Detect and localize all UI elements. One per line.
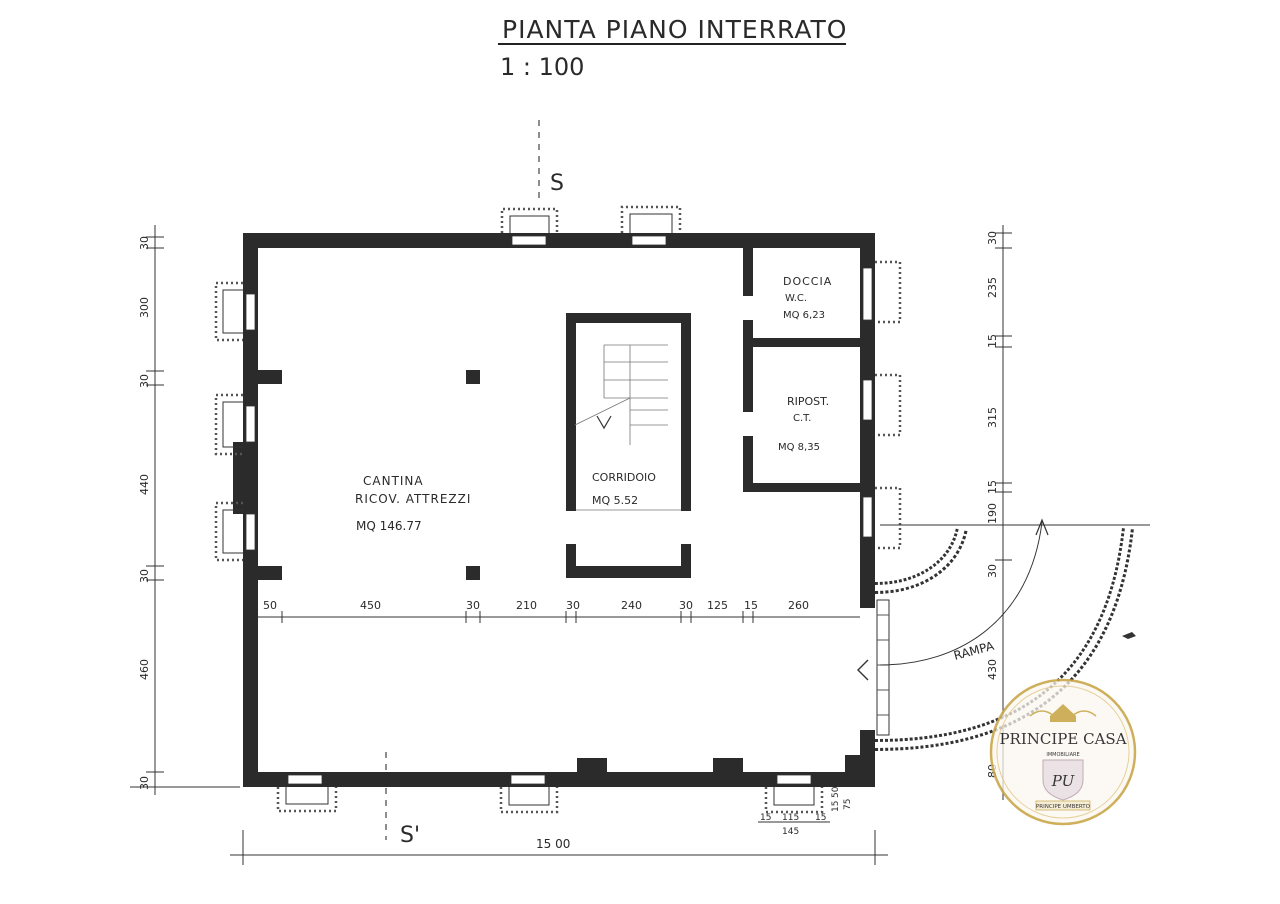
- brand-ribbon: PRINCIPE UMBERTO: [1036, 804, 1091, 810]
- bottom-small-dimension-labels: 15 115 15 145 15 50 75: [760, 786, 853, 837]
- dim-internal-7: 125: [707, 599, 728, 612]
- dim-right-2: 15: [986, 334, 999, 348]
- plan-title: PIANTA PIANO INTERRATO: [502, 15, 848, 44]
- right-dimension-ticks: [880, 232, 1150, 561]
- dim-bottom-small-0: 15: [760, 813, 771, 823]
- section-mark-bottom: S': [400, 823, 420, 848]
- dim-left-2: 30: [138, 374, 151, 388]
- dim-left-6: 30: [138, 776, 151, 790]
- room-doccia: DOCCIA W.C. MQ 6,23: [783, 275, 832, 321]
- dim-right-4: 15: [986, 480, 999, 494]
- dim-bottom-small-4: 15: [831, 801, 841, 812]
- interior-walls: [466, 248, 860, 580]
- plan-scale: 1 : 100: [500, 53, 584, 81]
- room-ripost: RIPOST. C.T. MQ 8,35: [778, 395, 829, 453]
- room-cantina: CANTINA RICOV. ATTREZZI MQ 146.77: [355, 474, 471, 533]
- dim-left-3: 440: [138, 474, 151, 495]
- section-mark-top: S: [550, 171, 564, 196]
- dim-left-0: 30: [138, 236, 151, 250]
- brand-monogram: PU: [1051, 772, 1076, 790]
- room-ripost-area: MQ 8,35: [778, 442, 820, 453]
- dim-internal-1: 450: [360, 599, 381, 612]
- bottom-dimension-ticks: [242, 830, 876, 865]
- room-ripost-ct: C.T.: [793, 413, 811, 424]
- room-corridoio: CORRIDOIO MQ 5.52: [592, 471, 656, 507]
- room-corridoio-area: MQ 5.52: [592, 494, 638, 507]
- dim-right-0: 30: [986, 231, 999, 245]
- brand-watermark: PRINCIPE CASA IMMOBILIARE PU PRINCIPE UM…: [989, 678, 1137, 826]
- shield-icon: PU: [1042, 759, 1084, 801]
- room-cantina-area: MQ 146.77: [356, 519, 422, 533]
- dim-internal-4: 30: [566, 599, 580, 612]
- light-wells: [214, 205, 902, 814]
- dim-left-5: 460: [138, 659, 151, 680]
- dim-right-1: 235: [986, 277, 999, 298]
- room-cantina-name: CANTINA: [363, 474, 424, 488]
- dim-bottom-small-2: 15: [815, 813, 826, 823]
- dim-bottom-small-5: 50: [831, 786, 841, 798]
- dim-internal-9: 260: [788, 599, 809, 612]
- right-dimension-labels: 30 235 15 315 15 190 30 430 80: [986, 231, 999, 778]
- dim-internal-8: 15: [744, 599, 758, 612]
- dim-bottom-small-6: 75: [843, 799, 853, 810]
- dim-bottom-small-1: 115: [782, 813, 799, 823]
- internal-dimension-ticks: [281, 611, 754, 623]
- left-dimension-labels: 30 300 30 440 30 460 30: [138, 236, 151, 790]
- left-dimension-ticks: [130, 236, 240, 788]
- dim-right-5: 190: [986, 503, 999, 524]
- dim-left-4: 30: [138, 569, 151, 583]
- dim-internal-6: 30: [679, 599, 693, 612]
- dim-bottom-total: 15 00: [536, 837, 570, 851]
- dim-internal-2: 30: [466, 599, 480, 612]
- dim-bottom-small-3: 145: [782, 827, 799, 837]
- dim-right-6: 30: [986, 564, 999, 578]
- dim-internal-5: 240: [621, 599, 642, 612]
- dim-internal-0: 50: [263, 599, 277, 612]
- brand-name: PRINCIPE CASA: [999, 730, 1126, 748]
- room-doccia-name: DOCCIA: [783, 275, 832, 288]
- dim-internal-3: 210: [516, 599, 537, 612]
- dim-right-3: 315: [986, 407, 999, 428]
- brand-small-text: IMMOBILIARE: [1046, 752, 1079, 758]
- outer-walls: [233, 233, 875, 787]
- dim-left-1: 300: [138, 297, 151, 318]
- room-doccia-area: MQ 6,23: [783, 310, 825, 321]
- room-cantina-use: RICOV. ATTREZZI: [355, 492, 471, 506]
- windows: [245, 235, 873, 785]
- house-icon: [1029, 704, 1097, 722]
- staircase: [574, 344, 681, 511]
- dim-right-7: 430: [986, 659, 999, 680]
- room-ripost-name: RIPOST.: [787, 395, 829, 408]
- room-doccia-wc: W.C.: [785, 293, 807, 304]
- internal-dimension-labels: 50 450 30 210 30 240 30 125 15 260: [263, 599, 809, 612]
- room-corridoio-name: CORRIDOIO: [592, 471, 656, 484]
